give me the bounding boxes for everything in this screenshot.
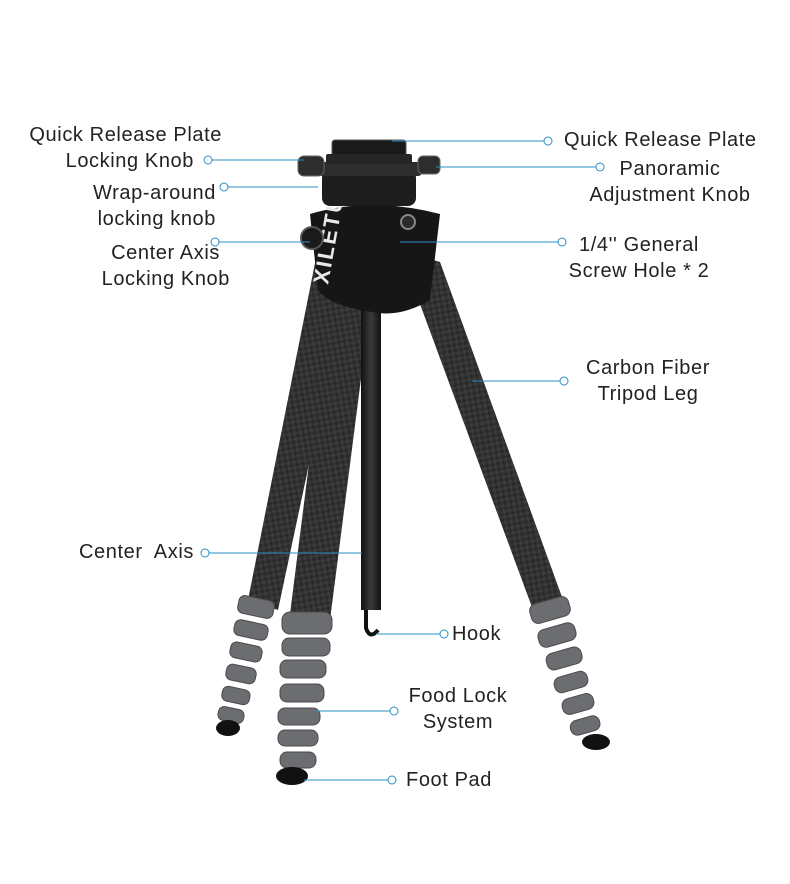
- label-wrap-knob: Wrap-around locking knob: [93, 182, 216, 230]
- label-hook: Hook: [452, 623, 502, 645]
- head-base: [322, 170, 416, 206]
- leader-carbon-leg: [472, 376, 569, 386]
- label-qr-plate: Quick Release Plate: [564, 129, 757, 151]
- front-foot-pad: [276, 767, 308, 785]
- left-leg-grips: [217, 595, 275, 724]
- qr-lock-knob: [297, 155, 325, 177]
- front-leg: [290, 250, 376, 620]
- label-foot-pad: Foot Pad: [406, 769, 492, 791]
- hook-shape: [364, 610, 380, 637]
- leader-center-axis: [200, 548, 362, 558]
- right-foot-pad: [582, 734, 610, 750]
- front-leg-grips: [277, 611, 333, 769]
- center-axis-knob: [300, 226, 324, 250]
- label-panoramic: Panoramic Adjustment Knob: [589, 158, 751, 206]
- label-center-axis-lock: Center Axis Locking Knob: [101, 242, 230, 290]
- label-foot-lock: Food Lock System: [408, 685, 508, 733]
- leader-screw-hole: [400, 237, 567, 247]
- screw-hole: [400, 214, 416, 230]
- leader-lines: [200, 136, 605, 785]
- leader-hook: [376, 629, 449, 639]
- right-leg-grips: [529, 596, 601, 736]
- leader-panoramic: [436, 162, 605, 172]
- tripod-illustration: XILETU: [216, 139, 610, 785]
- leader-qr-plate: [392, 136, 553, 146]
- leader-qr-lock-knob: [203, 155, 304, 165]
- panoramic-knob: [417, 155, 441, 175]
- label-screw-hole: 1/4'' General Screw Hole * 2: [568, 234, 710, 282]
- apex-casting: [310, 205, 440, 314]
- center-column: [361, 300, 381, 610]
- label-center-axis: Center Axis: [78, 541, 194, 563]
- label-carbon-leg: Carbon Fiber Tripod Leg: [586, 357, 710, 405]
- leader-foot-pad: [304, 775, 397, 785]
- right-leg: [400, 250, 566, 618]
- pan-ring: [316, 162, 422, 176]
- left-foot-pad: [216, 720, 240, 736]
- leader-wrap-knob: [219, 182, 318, 192]
- label-qr-lock-knob: Quick Release Plate Locking Knob: [29, 124, 222, 172]
- leader-foot-lock: [316, 706, 399, 716]
- qr-clamp: [326, 154, 412, 164]
- leader-center-axis-lock: [210, 237, 310, 247]
